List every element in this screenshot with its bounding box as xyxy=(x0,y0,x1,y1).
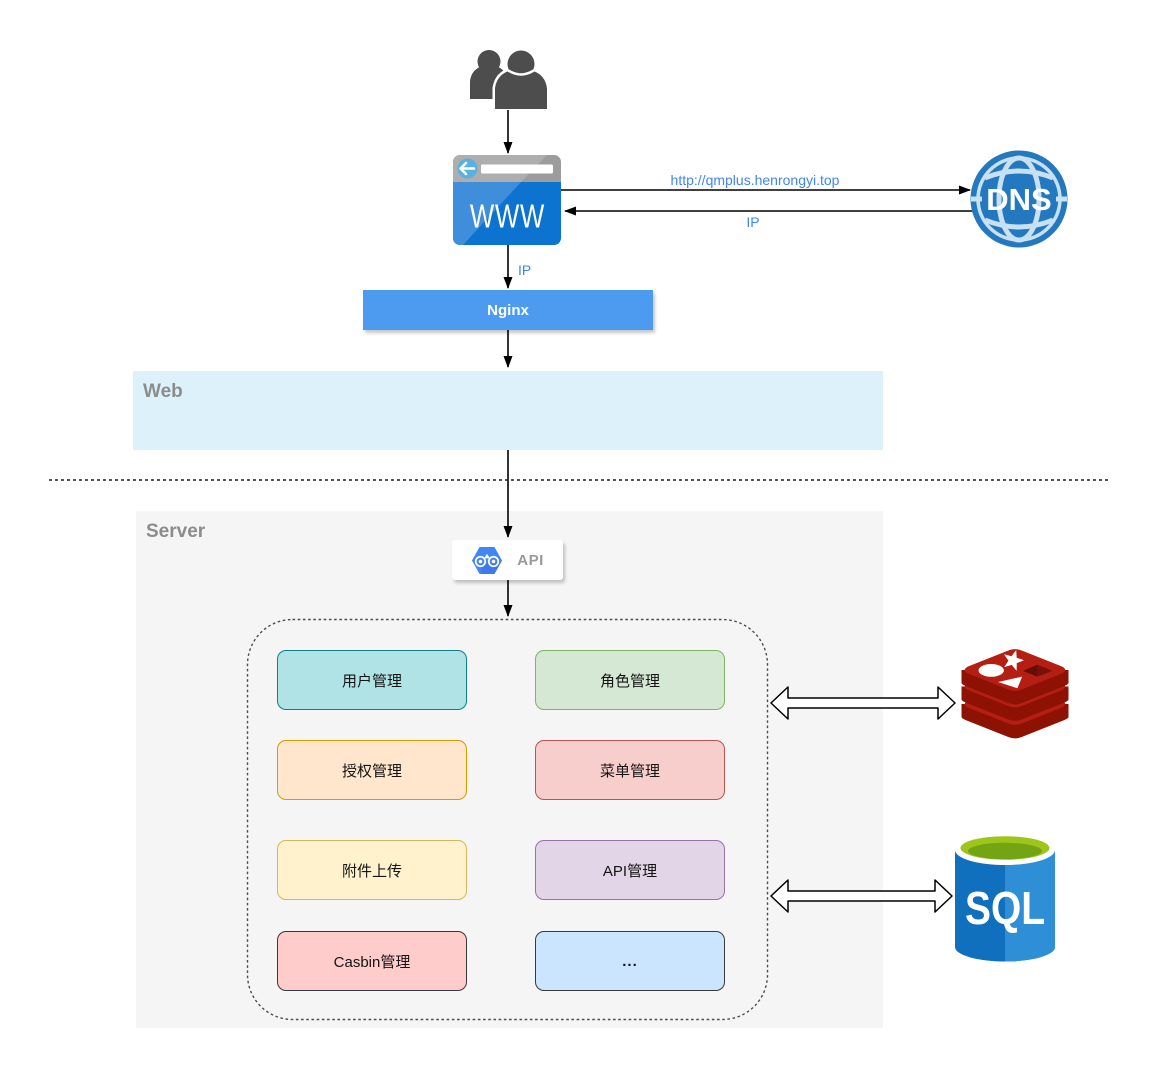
module-label: 菜单管理 xyxy=(599,762,660,780)
server-zone: Server xyxy=(136,511,883,1028)
web-zone: Web xyxy=(133,371,883,450)
module-more: ... xyxy=(535,931,725,991)
api-hexagon-icon xyxy=(472,546,503,574)
sql-database-icon: SQL xyxy=(955,835,1055,962)
browser-icon: WWW xyxy=(453,155,561,245)
sql-label: SQL xyxy=(965,882,1045,934)
module-role-management: 角色管理 xyxy=(535,650,725,710)
module-label: 角色管理 xyxy=(599,672,660,690)
module-api-management: API管理 xyxy=(535,840,725,900)
edge-modules-redis xyxy=(770,686,956,720)
module-user-management: 用户管理 xyxy=(277,650,467,710)
nginx-node: Nginx xyxy=(363,290,653,330)
edge-modules-sql xyxy=(770,879,953,913)
module-label: 授权管理 xyxy=(341,762,402,780)
dns-label: DNS xyxy=(986,182,1051,217)
server-zone-label: Server xyxy=(146,521,206,542)
edge-label-response-ip: IP xyxy=(746,214,760,230)
module-attachment-upload: 附件上传 xyxy=(277,840,467,900)
web-zone-label: Web xyxy=(143,381,183,402)
globe-icon: DNS xyxy=(970,150,1068,248)
edge-label-request-url: http://qmplus.henrongyi.top xyxy=(670,172,840,188)
redis-database-icon xyxy=(961,649,1069,739)
module-label: Casbin管理 xyxy=(333,953,411,971)
modules-container xyxy=(246,618,769,1021)
browser-label: WWW xyxy=(470,199,545,236)
module-label: ... xyxy=(622,952,638,970)
module-label: API管理 xyxy=(602,862,658,880)
api-label: API xyxy=(517,551,544,569)
nginx-label: Nginx xyxy=(487,301,529,319)
module-label: 附件上传 xyxy=(341,862,402,880)
api-node: API xyxy=(452,540,563,580)
module-casbin-management: Casbin管理 xyxy=(277,931,467,991)
edge-label-ip-nginx: IP xyxy=(518,262,532,278)
module-authorization-management: 授权管理 xyxy=(277,740,467,800)
module-menu-management: 菜单管理 xyxy=(535,740,725,800)
module-label: 用户管理 xyxy=(341,672,402,690)
users-icon xyxy=(470,48,550,110)
